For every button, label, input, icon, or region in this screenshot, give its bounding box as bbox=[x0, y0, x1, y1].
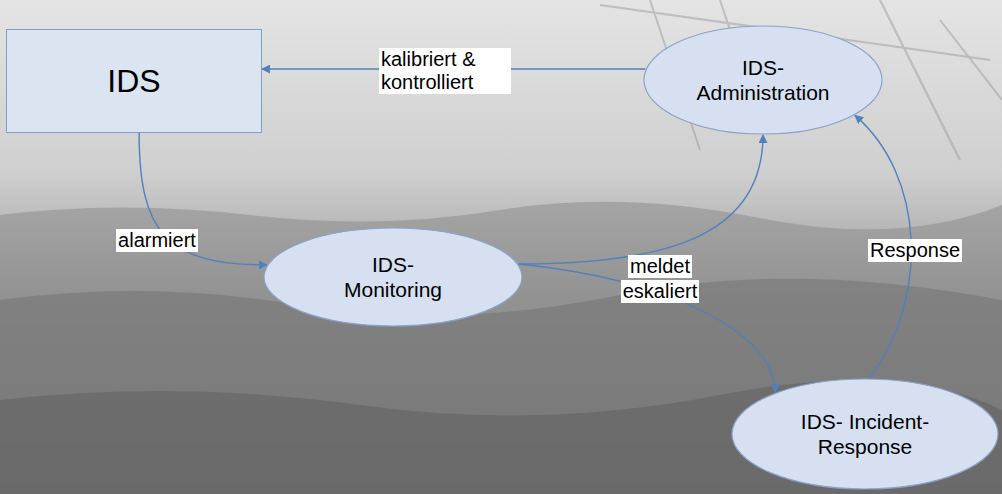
node-text: IDS- Incident-Response bbox=[774, 409, 956, 459]
ellipse-outline bbox=[263, 227, 523, 327]
process-ellipse: IDS- Monitoring bbox=[263, 227, 523, 327]
edge-label: meldet bbox=[628, 255, 692, 278]
edge-label: kalibriert & kontrolliert bbox=[379, 48, 511, 94]
ellipse-outline bbox=[643, 25, 883, 135]
node-text: IDS bbox=[104, 62, 164, 100]
ellipse-shape bbox=[732, 379, 998, 489]
connector bbox=[519, 135, 763, 264]
ship-rigging bbox=[600, 0, 1002, 160]
ellipse-shape bbox=[264, 228, 522, 326]
edge-label: alarmiert bbox=[116, 229, 198, 252]
connector bbox=[519, 264, 776, 392]
ellipse-outline bbox=[731, 378, 999, 490]
process-ellipse: IDS- Incident-Response bbox=[731, 378, 999, 490]
sea-wave bbox=[0, 202, 1002, 494]
process-ellipse: IDS- Administration bbox=[643, 25, 883, 135]
ellipse-shape bbox=[644, 26, 882, 134]
node-text: IDS- Monitoring bbox=[341, 252, 446, 302]
node-text: IDS- Administration bbox=[693, 55, 833, 105]
sea-wave bbox=[0, 279, 1002, 494]
edge-label: eskaliert bbox=[621, 280, 699, 303]
system-box: IDS bbox=[6, 29, 262, 133]
edge-label: Response bbox=[868, 239, 962, 262]
